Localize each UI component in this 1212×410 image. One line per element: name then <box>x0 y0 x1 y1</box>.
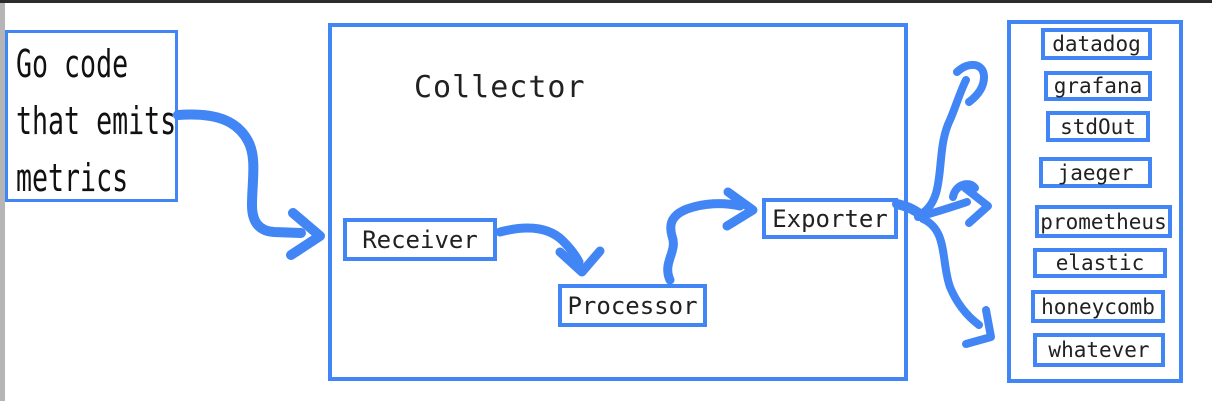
dest-box-stdout: stdOut <box>1046 111 1150 142</box>
exporter-label: Exporter <box>772 204 888 233</box>
dest-box-prometheus: prometheus <box>1035 205 1172 238</box>
source-line: metrics <box>16 156 129 200</box>
dest-box-whatever: whatever <box>1033 333 1165 367</box>
exporter-box: Exporter <box>762 198 898 239</box>
arrow-head <box>286 208 325 260</box>
dest-label: prometheus <box>1040 209 1167 234</box>
processor-box: Processor <box>558 284 707 327</box>
dest-box-datadog: datadog <box>1041 28 1152 60</box>
fanout-branch-up-head <box>953 60 988 106</box>
source-line: that emits <box>16 99 177 143</box>
dest-label: jaeger <box>1057 160 1134 185</box>
dest-box-elastic: elastic <box>1033 248 1167 278</box>
fanout-branch-mid-head <box>961 184 992 227</box>
processor-label: Processor <box>567 291 698 320</box>
arrow-shaft <box>173 109 306 238</box>
dest-label: whatever <box>1048 338 1150 362</box>
receiver-label: Receiver <box>362 225 478 254</box>
dest-box-jaeger: jaeger <box>1039 157 1152 188</box>
left-gutter-bar <box>0 3 5 401</box>
window-top-border <box>0 0 1212 3</box>
fanout-branch-mid <box>914 198 971 221</box>
fanout-branch-down-head <box>962 306 995 348</box>
dest-box-grafana: grafana <box>1044 71 1152 101</box>
dest-label: datadog <box>1052 32 1141 56</box>
fanout-branch-down <box>919 215 983 329</box>
arrow-source-to-receiver <box>173 109 325 260</box>
dest-label: honeycomb <box>1041 294 1155 319</box>
dest-label: stdOut <box>1060 114 1136 139</box>
collector-title: Collector <box>414 70 586 105</box>
fanout-branch-mid-curl <box>949 180 979 201</box>
dest-label: elastic <box>1055 251 1145 275</box>
receiver-box: Receiver <box>343 218 497 261</box>
source-line: Go code <box>16 42 129 86</box>
dest-label: grafana <box>1053 74 1143 98</box>
fanout-branch-up <box>917 76 970 218</box>
source-box: Go code that emits metrics <box>5 30 178 202</box>
arrow-exporter-fanout <box>892 60 995 348</box>
dest-box-honeycomb: honeycomb <box>1031 290 1165 323</box>
